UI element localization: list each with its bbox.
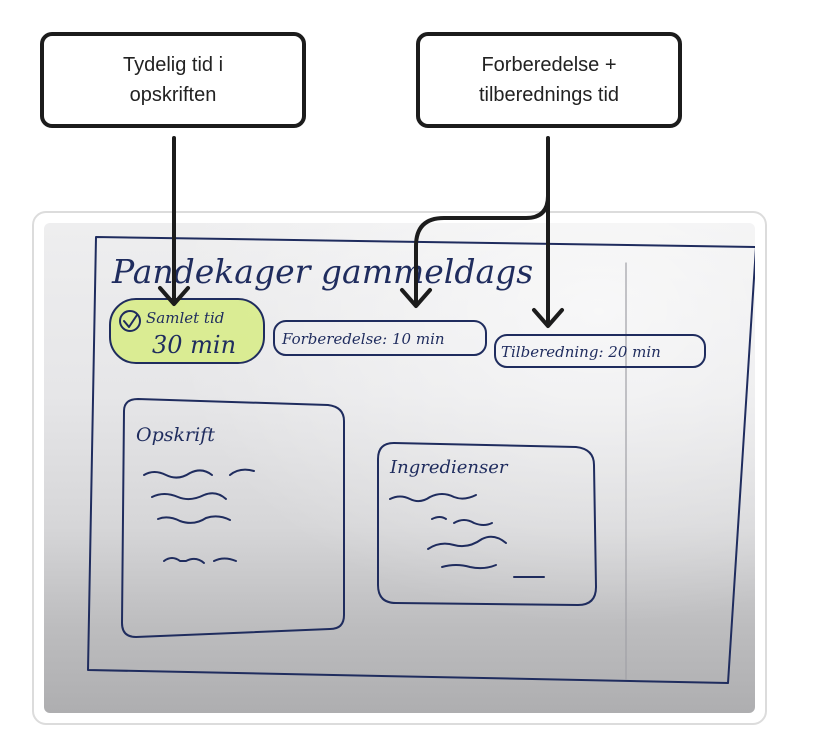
callout-clear-time-text: Tydelig tid i opskriften: [122, 54, 224, 106]
recipe-heading: Opskrift: [136, 424, 215, 446]
cook-time-pill: [494, 334, 706, 368]
cook-time-label: Tilberedning: 20 min: [501, 343, 661, 361]
prep-time-label: Forberedelse: 10 min: [281, 330, 445, 348]
prep-time-pill: [273, 320, 487, 356]
callout-clear-time: Tydelig tid i opskriften: [40, 32, 306, 128]
sketch-photo: Pandekager gammeldags Samlet tid 30 min …: [44, 223, 755, 713]
total-time-highlight: [110, 299, 264, 363]
sketch-photo-frame: Pandekager gammeldags Samlet tid 30 min …: [32, 211, 767, 725]
total-time-value: 30 min: [152, 331, 236, 359]
callout-prep-cook-time: Forberedelse + tilberednings tid: [416, 32, 682, 128]
recipe-card: [121, 398, 345, 638]
ingredients-scribble-lines: [389, 493, 545, 578]
ingredients-card: [377, 442, 597, 606]
recipe-scribble-lines: [143, 468, 255, 564]
sketch-drawing: Pandekager gammeldags Samlet tid 30 min …: [87, 236, 755, 684]
ingredients-heading: Ingredienser: [389, 457, 509, 478]
check-circle-icon: [119, 310, 141, 332]
callout-prep-cook-time-text: Forberedelse + tilberednings tid: [478, 54, 620, 106]
sketch-title: Pandekager gammeldags: [111, 252, 533, 291]
total-time-label: Samlet tid: [146, 309, 224, 327]
